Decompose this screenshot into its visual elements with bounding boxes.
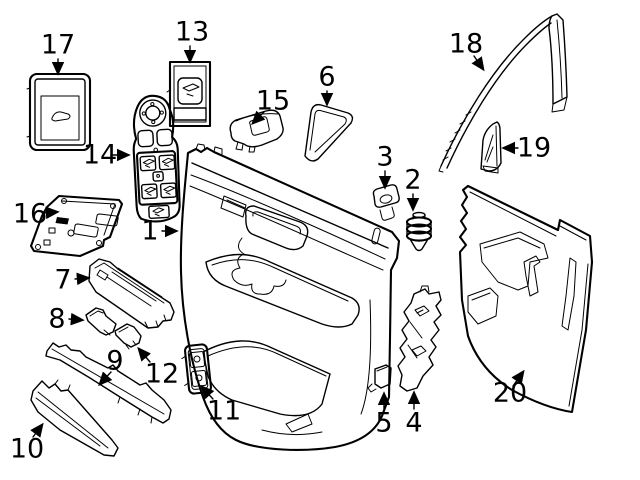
callout-arrow-7 bbox=[74, 272, 91, 286]
callout-label-18[interactable]: 18 bbox=[448, 28, 484, 60]
callout-arrow-11 bbox=[200, 384, 215, 400]
callout-arrow-18 bbox=[471, 55, 485, 72]
part-4-bracket-drawing bbox=[397, 285, 442, 392]
callout-arrow-16 bbox=[42, 206, 60, 220]
callout-arrows bbox=[30, 45, 525, 438]
part-5-cap-drawing bbox=[367, 364, 392, 393]
part-19-sail-panel-drawing bbox=[480, 121, 502, 174]
callout-arrow-10 bbox=[30, 422, 44, 438]
part-12-clip-cover-drawing bbox=[114, 323, 142, 350]
callout-arrow-12 bbox=[137, 346, 152, 363]
part-17-switch-drawing bbox=[26, 72, 92, 152]
callout-label-12[interactable]: 12 bbox=[144, 358, 180, 390]
callout-arrow-8 bbox=[68, 312, 85, 326]
part-18-window-guide-rail-drawing bbox=[438, 13, 568, 173]
part-8-clip-cover-drawing bbox=[85, 307, 117, 336]
callout-label-11[interactable]: 11 bbox=[206, 395, 242, 427]
part-7-trim-strip-drawing bbox=[88, 258, 175, 329]
part-13-window-switch-drawing bbox=[166, 60, 212, 128]
callout-arrow-20 bbox=[511, 369, 525, 387]
callout-label-16[interactable]: 16 bbox=[12, 198, 48, 230]
callout-label-10[interactable]: 10 bbox=[9, 433, 45, 465]
part-1-door-trim-panel-drawing bbox=[179, 143, 401, 451]
callout-label-4[interactable]: 4 bbox=[405, 407, 423, 439]
callout-label-17[interactable]: 17 bbox=[40, 29, 76, 61]
part-11-switch-drawing bbox=[181, 343, 213, 395]
part-14-switch-cluster-drawing bbox=[132, 94, 181, 223]
callout-label-20[interactable]: 20 bbox=[492, 377, 528, 409]
part-6-mirror-triangle-trim-drawing bbox=[304, 103, 354, 162]
callout-label-1[interactable]: 1 bbox=[141, 215, 159, 247]
callout-label-5[interactable]: 5 bbox=[375, 407, 393, 439]
part-20-sound-insulation-panel-drawing bbox=[458, 184, 594, 414]
part-3-clip-drawing bbox=[372, 184, 400, 221]
callout-label-6[interactable]: 6 bbox=[318, 61, 336, 93]
callout-arrow-9 bbox=[98, 371, 113, 387]
callout-label-9[interactable]: 9 bbox=[106, 345, 124, 377]
part-2-grommet-drawing bbox=[405, 211, 433, 252]
callout-label-19[interactable]: 19 bbox=[516, 132, 552, 164]
part-10-lower-trim-panel-drawing bbox=[30, 379, 119, 457]
callout-label-14[interactable]: 14 bbox=[82, 139, 118, 171]
callout-label-2[interactable]: 2 bbox=[404, 164, 422, 196]
callout-label-7[interactable]: 7 bbox=[54, 264, 72, 296]
callout-label-3[interactable]: 3 bbox=[376, 141, 394, 173]
callout-arrow-15 bbox=[251, 110, 266, 125]
callout-label-8[interactable]: 8 bbox=[48, 303, 66, 335]
callout-label-15[interactable]: 15 bbox=[255, 85, 291, 117]
callout-label-13[interactable]: 13 bbox=[174, 16, 210, 48]
